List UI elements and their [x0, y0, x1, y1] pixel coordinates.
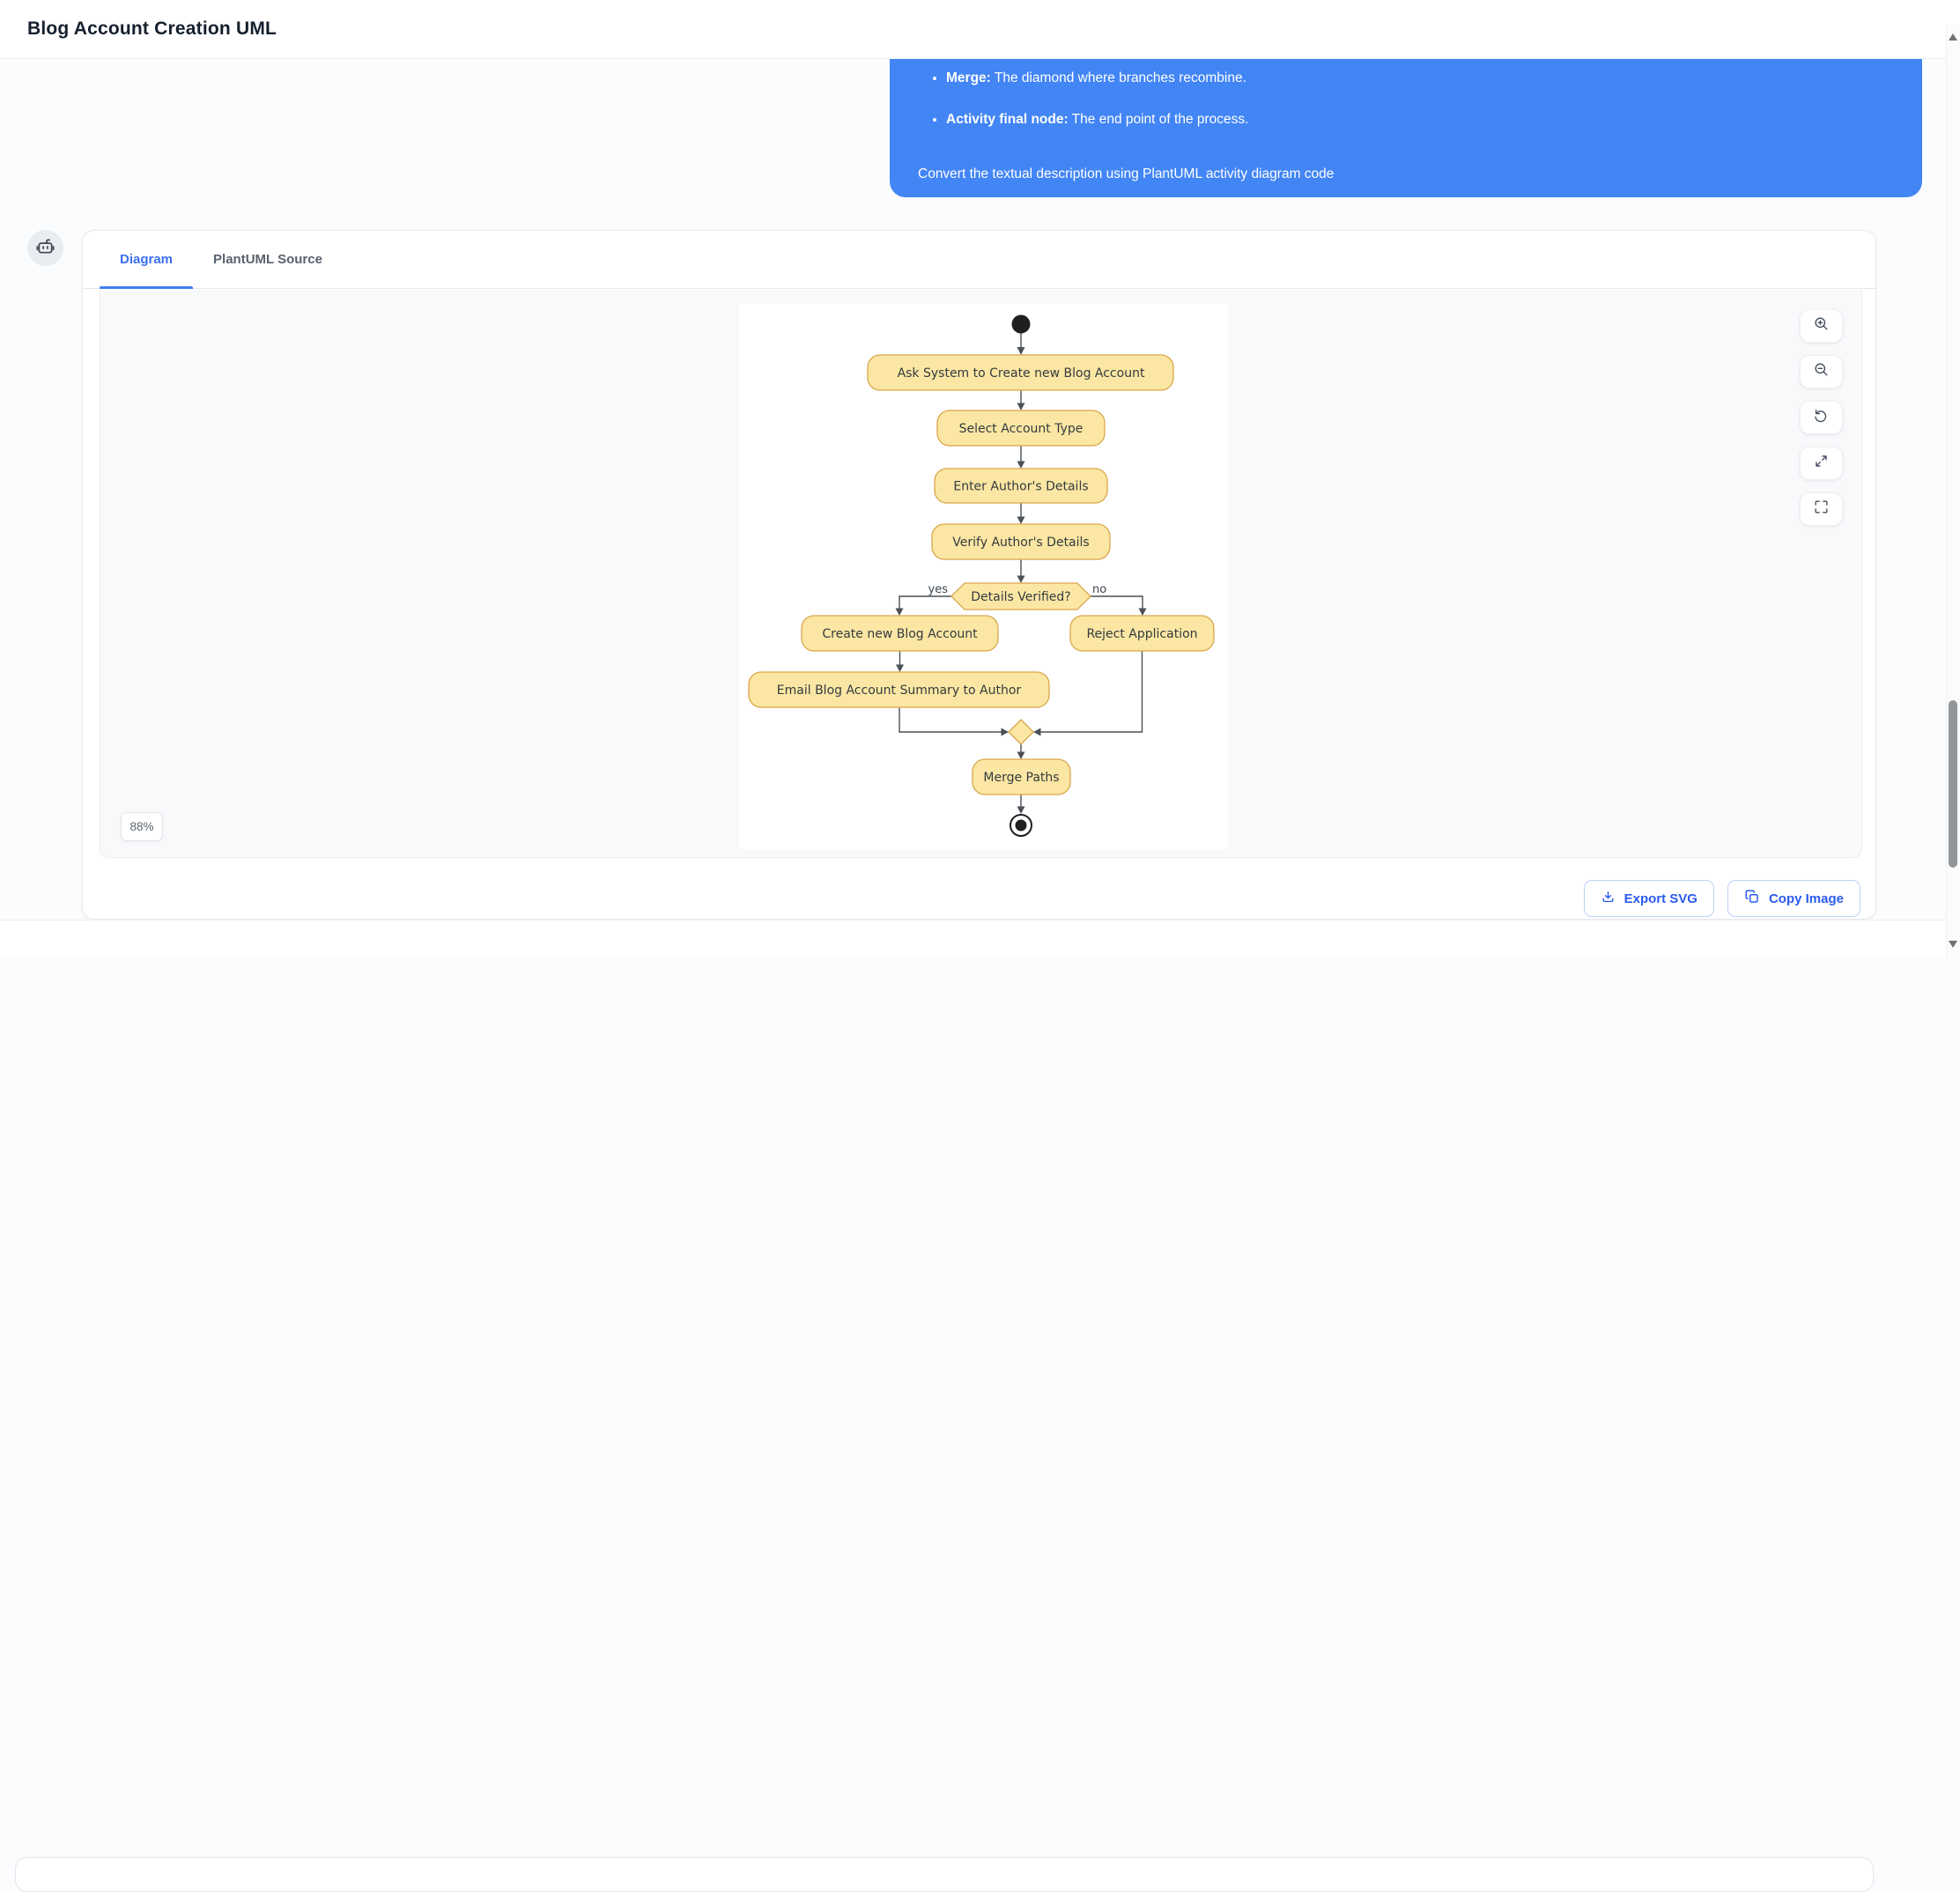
activity-node-verify	[931, 523, 1111, 560]
copy-image-label: Copy Image	[1768, 891, 1844, 906]
activity-node-merge	[972, 758, 1071, 795]
diagram-result-card: Diagram PlantUML Source	[82, 230, 1876, 920]
activity-node-reject	[1069, 615, 1215, 652]
activity-diagram-svg: Ask System to Create new Blog Account Se…	[748, 314, 1215, 837]
node-label: Merge Paths	[983, 771, 1059, 785]
copy-image-button[interactable]: Copy Image	[1727, 880, 1860, 917]
bullet-label: Merge:	[946, 70, 991, 85]
reset-view-icon	[1813, 407, 1830, 428]
scrollbar-down-arrow[interactable]	[1948, 939, 1958, 950]
zoom-level-badge: 88%	[121, 812, 163, 841]
bullet-text: The diamond where branches recombine.	[990, 70, 1246, 85]
card-actions: Export SVG Copy Image	[1583, 880, 1860, 917]
diagram-viewport[interactable]: Ask System to Create new Blog Account Se…	[100, 290, 1862, 858]
robot-icon	[35, 236, 55, 261]
end-node	[1010, 814, 1032, 837]
tab-plantuml-source[interactable]: PlantUML Source	[213, 252, 322, 267]
arrowheads	[895, 347, 1147, 814]
page-title: Blog Account Creation UML	[27, 18, 277, 39]
decision-node	[950, 582, 1091, 610]
assistant-avatar	[27, 230, 63, 266]
node-label: Email Blog Account Summary to Author	[777, 684, 1022, 698]
scrollbar-up-arrow[interactable]	[1948, 32, 1958, 42]
view-controls	[1800, 309, 1843, 526]
expand-button[interactable]	[1800, 447, 1843, 480]
activity-node-create	[801, 615, 999, 652]
bullet-list: Merge: The diamond where branches recomb…	[918, 69, 1892, 130]
user-message-bubble: Merge: The diamond where branches recomb…	[890, 59, 1922, 197]
tab-bar: Diagram PlantUML Source	[83, 231, 1875, 289]
node-label: Select Account Type	[959, 422, 1084, 436]
app-header: Blog Account Creation UML	[0, 0, 1960, 59]
activity-node-select	[936, 410, 1106, 447]
zoom-in-button[interactable]	[1800, 309, 1843, 343]
chat-input[interactable]	[15, 1857, 1874, 1892]
input-section	[0, 920, 1960, 1892]
export-svg-label: Export SVG	[1623, 891, 1697, 906]
export-svg-button[interactable]: Export SVG	[1583, 880, 1714, 917]
copy-icon	[1744, 889, 1760, 908]
edge-label-yes: yes	[928, 583, 949, 596]
activity-node-enter	[934, 468, 1108, 504]
bullet-label: Activity final node:	[946, 112, 1069, 128]
node-label: Details Verified?	[971, 590, 1070, 604]
merge-diamond-node	[1008, 719, 1034, 745]
message-closing-line: Convert the textual description using Pl…	[918, 166, 1335, 181]
scrollbar-thumb[interactable]	[1949, 700, 1957, 868]
activity-node-email	[748, 671, 1050, 708]
expand-icon	[1813, 453, 1830, 474]
zoom-in-icon	[1813, 315, 1830, 336]
edge-label-no: no	[1092, 583, 1106, 596]
node-label: Reject Application	[1086, 627, 1197, 641]
node-label: Ask System to Create new Blog Account	[898, 366, 1145, 381]
node-label: Create new Blog Account	[822, 627, 978, 641]
fullscreen-icon	[1813, 499, 1830, 520]
zoom-out-button[interactable]	[1800, 355, 1843, 388]
bullet-text: The end point of the process.	[1068, 112, 1249, 128]
tab-diagram[interactable]: Diagram	[100, 231, 194, 289]
bullet-item: Merge: The diamond where branches recomb…	[946, 69, 1892, 88]
activity-node-ask	[867, 354, 1174, 391]
diagram-canvas: Ask System to Create new Blog Account Se…	[739, 304, 1228, 849]
node-label: Enter Author's Details	[953, 480, 1088, 494]
bullet-item: Activity final node: The end point of th…	[946, 110, 1892, 129]
zoom-out-icon	[1813, 361, 1830, 382]
node-label: Verify Author's Details	[952, 536, 1089, 550]
start-node	[1011, 314, 1031, 334]
fullscreen-button[interactable]	[1800, 492, 1843, 526]
reset-view-button[interactable]	[1800, 401, 1843, 434]
download-icon	[1601, 890, 1616, 908]
